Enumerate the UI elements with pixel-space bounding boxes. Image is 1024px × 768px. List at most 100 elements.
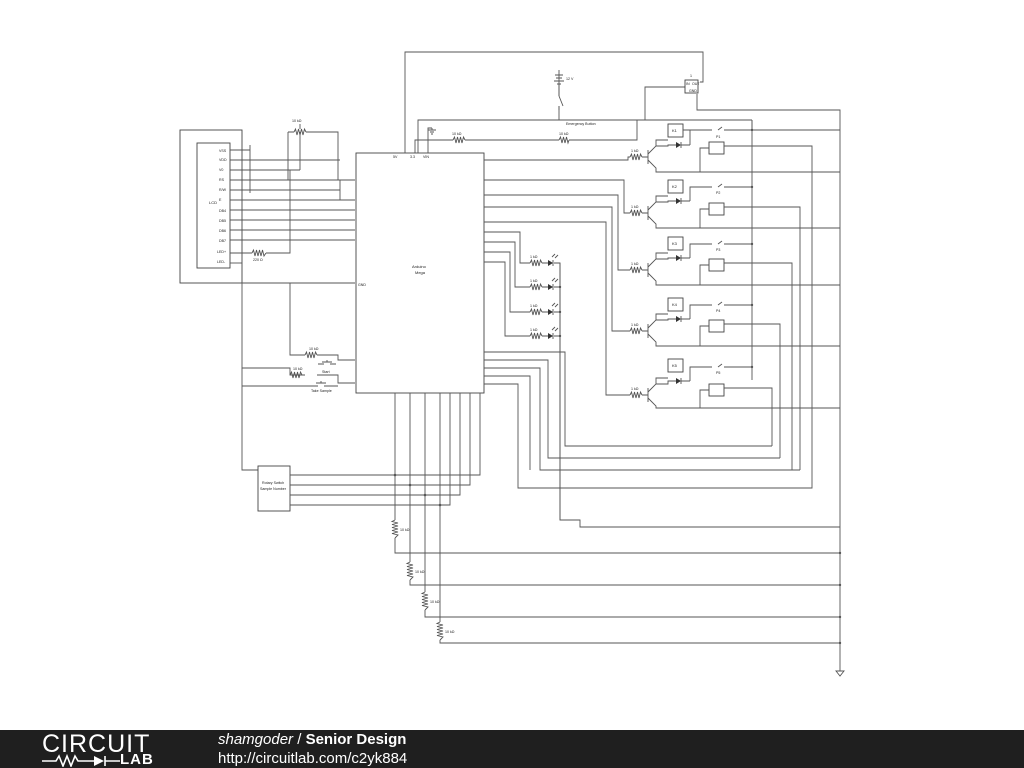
arduino-label-1: Arduino [412, 264, 427, 269]
lcd-module: LCD VSS VDD V0 RS R/W E DB4 DB5 DB6 DB7 … [179, 129, 243, 284]
lcd-pin-led-minus: LED- [217, 260, 226, 264]
circuit-title-line: shamgoder / Senior Design [218, 731, 406, 749]
start-switch: Start [318, 360, 336, 374]
top-resistor-b: 10 kΩ [558, 132, 570, 145]
channel-2: 1 kΩ K2 P2 [629, 179, 801, 470]
take-sample-label: Take Sample [311, 389, 332, 393]
channel-1-base-res: 1 kΩ [631, 149, 639, 153]
rotary-resistor-2: 10 kΩ [405, 561, 425, 581]
button-circuit: 10 kΩ Start 10 kΩ Take Sample [241, 282, 355, 471]
lcd-pin-db5: DB5 [219, 219, 226, 223]
pump-p4: P4 [716, 309, 720, 313]
lcd-pin-vdd: VDD [219, 158, 227, 162]
logo-lab: LAB [120, 751, 154, 768]
regulator-top-label: 1 [690, 74, 692, 78]
arduino-pin-5v: 5V [393, 155, 398, 159]
arduino-pin-gnd: GND [358, 283, 366, 287]
relay-k1: K1 [672, 128, 678, 133]
lcd-wires [230, 131, 355, 264]
logo-word: CIRCUIT [42, 730, 151, 758]
voltage-regulator: 1 IN OUT GND [684, 74, 700, 94]
pump-p3: P3 [716, 248, 720, 252]
start-label: Start [322, 370, 330, 374]
schematic-canvas: LCD VSS VDD V0 RS R/W E DB4 DB5 DB6 DB7 … [179, 51, 845, 677]
led-3-res-label: 1 kΩ [530, 304, 538, 308]
rotary-switch: Rotary Switch Sample Number [257, 393, 481, 512]
lcd-pin-db4: DB4 [219, 209, 226, 213]
lcd-pin-v0: V0 [219, 168, 223, 172]
lcd-pin-db7: DB7 [219, 239, 226, 243]
led-channels: 1 kΩ 1 kΩ 1 kΩ 1 kΩ [484, 231, 840, 528]
channel-3: 1 kΩ K3 P3 [629, 236, 793, 470]
lcd-pot-label: 10 kΩ [292, 119, 302, 123]
lcd-pin-rs: RS [219, 178, 225, 182]
lcd-backlight-resistor: 220 Ω [251, 248, 267, 262]
ground-symbol-main [835, 668, 845, 677]
driver-wires [484, 120, 753, 396]
rotary-resistor-1-label: 10 kΩ [400, 528, 410, 532]
circuit-url[interactable]: http://circuitlab.com/c2yk884 [218, 750, 408, 767]
arduino-lower-wires [484, 351, 813, 489]
take-resistor-label: 10 kΩ [293, 367, 303, 371]
emergency-button: Emergency Button [558, 95, 596, 126]
circuit-title[interactable]: Senior Design [305, 731, 407, 748]
rotary-resistor-2-label: 10 kΩ [415, 570, 425, 574]
pump-p1: P1 [716, 135, 720, 139]
emergency-label: Emergency Button [566, 122, 596, 126]
rotary-label-1: Rotary Switch [262, 481, 284, 485]
battery-label: 12 V [566, 77, 574, 81]
rotary-pulldowns: 10 kΩ 10 kΩ 10 kΩ 10 kΩ [390, 393, 840, 644]
relay-k5: K5 [672, 363, 678, 368]
title-separator: / [293, 731, 306, 748]
battery-12v: 12 V [554, 70, 574, 96]
top-resistor-a-label: 10 kΩ [452, 132, 462, 136]
arduino-pin-vin: VIN [423, 155, 429, 159]
junctions [393, 128, 842, 645]
ground-symbol-top [428, 128, 436, 135]
channel-5: 1 kΩ K5 P5 [629, 358, 773, 446]
arduino-label-2: Mega [415, 270, 426, 275]
start-resistor: 10 kΩ [304, 347, 319, 359]
lcd-pin-db6: DB6 [219, 229, 226, 233]
rotary-resistor-4: 10 kΩ [435, 621, 455, 641]
lcd-pin-rw: R/W [219, 188, 227, 192]
channel-2-base-res: 1 kΩ [631, 205, 639, 209]
top-supply-wires [404, 51, 841, 668]
take-sample-switch: Take Sample [311, 381, 332, 393]
start-resistor-label: 10 kΩ [309, 347, 319, 351]
lcd-pin-e: E [219, 198, 222, 202]
logo-circuit-icon [42, 753, 120, 767]
lcd-backlight-label: 220 Ω [253, 258, 263, 262]
channel-3-base-res: 1 kΩ [631, 262, 639, 266]
circuitlab-logo[interactable]: CIRCUIT LAB [42, 730, 182, 768]
top-resistor-b-label: 10 kΩ [559, 132, 569, 136]
rotary-resistor-3: 10 kΩ [420, 591, 440, 611]
led-1: 1 kΩ [529, 253, 559, 267]
arduino-mega: Arduino Mega 5V 3.3 VIN GND [355, 152, 485, 394]
channel-4-base-res: 1 kΩ [631, 323, 639, 327]
author-link[interactable]: shamgoder [218, 731, 294, 748]
relay-k2: K2 [672, 184, 678, 189]
regulator-out: OUT [692, 82, 700, 86]
channel-4: 1 kΩ K4 P4 [629, 297, 781, 458]
relay-k4: K4 [672, 302, 678, 307]
lcd-contrast-pot: 10 kΩ [292, 119, 307, 136]
channel-1: 1 kΩ K1 P1 [629, 123, 813, 470]
regulator-gnd: GND [689, 89, 697, 93]
relay-k3: K3 [672, 241, 678, 246]
led-2: 1 kΩ [529, 277, 559, 291]
led-4-res-label: 1 kΩ [530, 328, 538, 332]
rotary-resistor-3-label: 10 kΩ [430, 600, 440, 604]
rotary-resistor-4-label: 10 kΩ [445, 630, 455, 634]
pump-p5: P5 [716, 371, 720, 375]
take-resistor: 10 kΩ [289, 367, 303, 379]
top-resistor-a: 10 kΩ [452, 132, 466, 144]
rotary-label-2: Sample Number [260, 487, 287, 491]
lcd-label: LCD [209, 200, 217, 205]
led-4: 1 kΩ [529, 326, 559, 340]
led-3: 1 kΩ [529, 302, 559, 316]
footer-bar: CIRCUIT LAB shamgoder / Senior Design ht… [0, 730, 1024, 768]
led-2-res-label: 1 kΩ [530, 279, 538, 283]
lcd-pin-led-plus: LED+ [217, 250, 226, 254]
arduino-pin-33: 3.3 [410, 155, 415, 159]
